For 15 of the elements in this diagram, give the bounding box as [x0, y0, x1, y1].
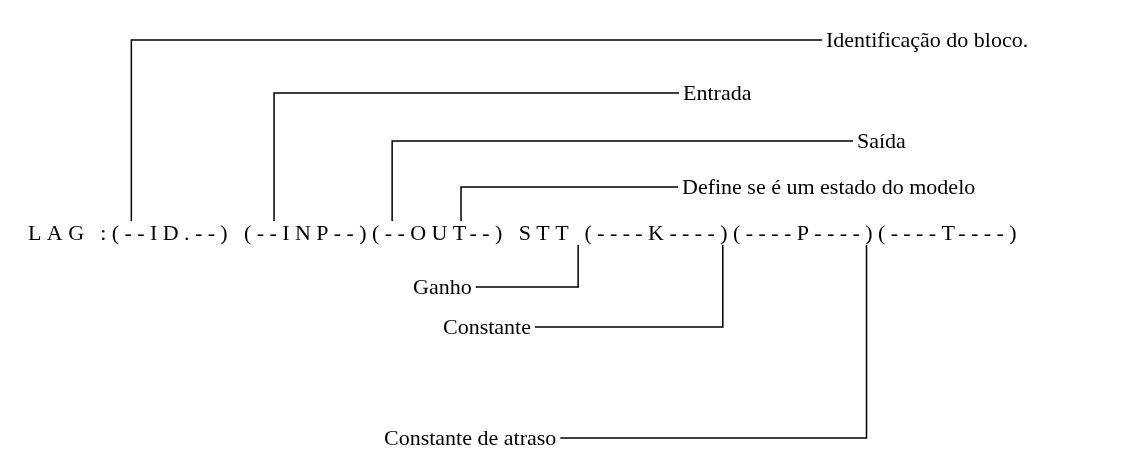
annotation-text: Ganho: [409, 275, 476, 299]
annotation-text: Constante: [439, 315, 535, 339]
annotation-text: Entrada: [679, 81, 756, 105]
annotation-text: Define se é um estado do modelo: [678, 175, 980, 199]
leader-line: [474, 244, 579, 288]
leader-line: [391, 140, 854, 222]
code-syntax-line: LAG :(--ID.--) (--INP--)(--OUT--) STT (----K----)(----P----)(----T----): [24, 221, 1026, 245]
leader-line: [559, 244, 868, 439]
annotation-text: Constante de atraso: [380, 426, 561, 450]
annotation-text: Identificação do bloco.: [822, 28, 1033, 52]
leader-line: [273, 92, 680, 222]
leader-line: [534, 244, 724, 328]
leader-line: [460, 186, 679, 222]
leader-line: [130, 39, 823, 222]
annotation-text: Saída: [853, 129, 910, 153]
